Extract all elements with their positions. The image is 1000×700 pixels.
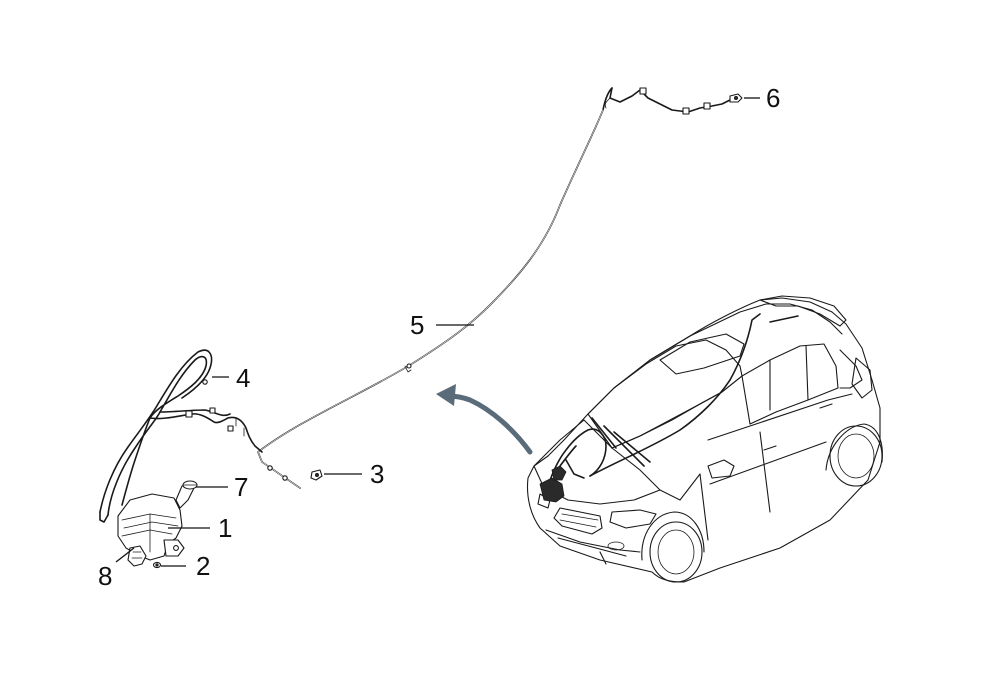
callout-7: 7 (234, 472, 248, 502)
front-washer-nozzle (310, 469, 323, 481)
callout-6: 6 (766, 83, 780, 113)
location-arrow (436, 384, 533, 455)
leader-lines (115, 97, 760, 567)
vehicle-illustration (526, 295, 883, 583)
callout-8: 8 (98, 561, 112, 591)
rear-washer-hose-assembly (257, 87, 731, 489)
reservoir-cap (182, 480, 198, 490)
callout-2: 2 (196, 551, 210, 581)
vehicle-reservoir-location (539, 445, 577, 503)
front-washer-hose-assembly (99, 349, 263, 523)
callout-1: 1 (218, 513, 232, 543)
washer-pump (127, 545, 147, 567)
rear-washer-nozzle (729, 93, 743, 103)
callout-4: 4 (236, 363, 250, 393)
callout-5: 5 (410, 310, 424, 340)
pump-grommet (152, 561, 162, 569)
callout-labels: 4 5 6 3 7 1 2 8 (98, 83, 780, 591)
callout-3: 3 (370, 459, 384, 489)
